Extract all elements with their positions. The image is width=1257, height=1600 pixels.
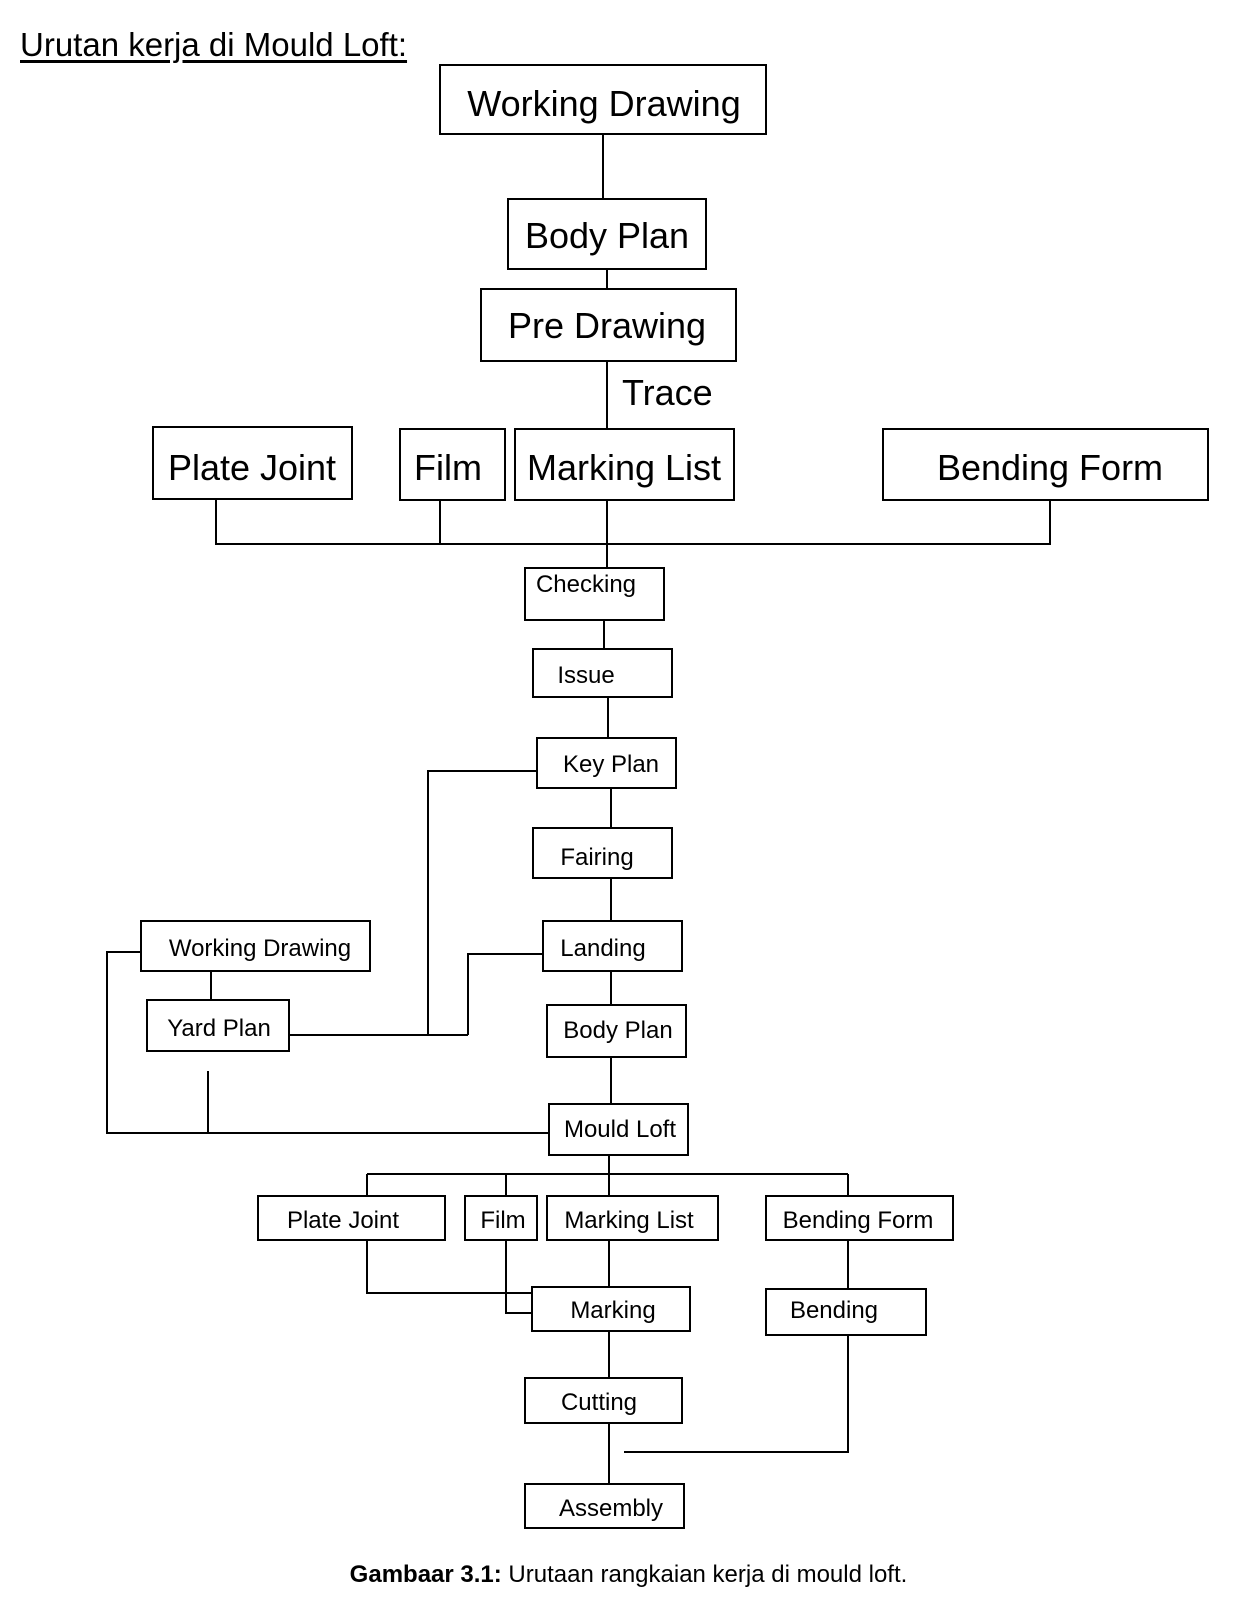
node-bending-form-top: Bending Form (882, 428, 1209, 501)
node-box (546, 1004, 687, 1058)
node-landing: Landing (542, 920, 683, 972)
node-label: Cutting (561, 1389, 637, 1416)
node-marking-list-bottom: Marking List (546, 1195, 719, 1241)
node-plate-joint-bottom: Plate Joint (257, 1195, 446, 1241)
node-label: Key Plan (563, 751, 659, 778)
node-box (152, 426, 353, 500)
node-box (531, 1286, 691, 1332)
node-label: Assembly (559, 1495, 663, 1522)
node-box (765, 1288, 927, 1336)
node-box (532, 648, 673, 698)
node-label: Yard Plan (167, 1015, 271, 1042)
node-plate-joint-top: Plate Joint (152, 426, 353, 500)
node-box (532, 827, 673, 879)
node-label: Bending Form (783, 1207, 934, 1234)
node-label: Working Drawing (169, 935, 351, 962)
node-box (542, 920, 683, 972)
node-bending: Bending (765, 1288, 927, 1336)
flow-labels: Trace (622, 372, 713, 413)
node-issue: Issue (532, 648, 673, 698)
node-box (546, 1195, 719, 1241)
connector-23 (366, 1240, 532, 1294)
node-cutting: Cutting (524, 1377, 683, 1424)
node-label: Plate Joint (287, 1207, 399, 1234)
node-box (439, 64, 767, 135)
node-label: Marking List (564, 1207, 694, 1234)
node-label: Pre Drawing (508, 305, 706, 346)
node-checking: Checking (524, 567, 665, 621)
node-box (536, 737, 677, 789)
node-box (514, 428, 735, 501)
node-box (480, 288, 737, 362)
node-label: Marking (570, 1297, 655, 1324)
connector-29 (624, 1335, 849, 1453)
trace-label: Trace (622, 372, 713, 413)
node-body-plan-top: Body Plan (507, 198, 707, 270)
connector-3 (215, 487, 1051, 545)
node-label: Marking List (527, 447, 721, 488)
connector-16 (106, 951, 549, 1134)
node-assembly: Assembly (524, 1483, 685, 1529)
connector-13 (467, 953, 543, 1035)
node-label: Film (480, 1207, 525, 1234)
node-label: Bending (790, 1297, 878, 1324)
node-label: Working Drawing (467, 83, 740, 124)
node-label: Film (414, 447, 482, 488)
node-working-drawing-top: Working Drawing (439, 64, 767, 135)
node-bending-form-bottom: Bending Form (765, 1195, 954, 1241)
node-working-drawing-side: Working Drawing (140, 920, 371, 972)
caption-label: Gambaar 3.1: (349, 1561, 502, 1588)
node-box (257, 1195, 446, 1241)
node-marking-list-top: Marking List (514, 428, 735, 501)
figure-caption: Gambaar 3.1: Urutaan rangkaian kerja di … (0, 1560, 1257, 1590)
node-label: Fairing (560, 844, 633, 871)
node-label: Checking (536, 571, 636, 598)
node-label: Bending Form (937, 447, 1163, 488)
node-box (507, 198, 707, 270)
node-label: Issue (557, 662, 614, 689)
node-box (464, 1195, 538, 1241)
node-box (882, 428, 1209, 501)
node-body-plan-mid: Body Plan (546, 1004, 687, 1058)
node-label: Mould Loft (564, 1116, 676, 1143)
connector-lines (106, 134, 1051, 1484)
node-box (399, 428, 506, 501)
node-box (765, 1195, 954, 1241)
node-marking: Marking (531, 1286, 691, 1332)
node-box (524, 567, 665, 621)
node-label: Landing (560, 935, 645, 962)
node-yard-plan: Yard Plan (146, 999, 290, 1052)
node-box (548, 1103, 689, 1156)
node-box (140, 920, 371, 972)
node-film-top: Film (399, 428, 506, 501)
node-box (524, 1483, 685, 1529)
node-mould-loft: Mould Loft (548, 1103, 689, 1156)
node-label: Body Plan (525, 215, 689, 256)
diagram-heading: Urutan kerja di Mould Loft: (20, 26, 408, 63)
node-pre-drawing: Pre Drawing (480, 288, 737, 362)
node-key-plan: Key Plan (536, 737, 677, 789)
connector-12 (427, 770, 537, 1035)
node-film-bottom: Film (464, 1195, 538, 1241)
node-label: Body Plan (563, 1017, 672, 1044)
node-fairing: Fairing (532, 827, 673, 879)
node-label: Plate Joint (168, 447, 336, 488)
node-box (146, 999, 290, 1052)
node-box (524, 1377, 683, 1424)
caption-text: Urutaan rangkaian kerja di mould loft. (508, 1561, 908, 1588)
